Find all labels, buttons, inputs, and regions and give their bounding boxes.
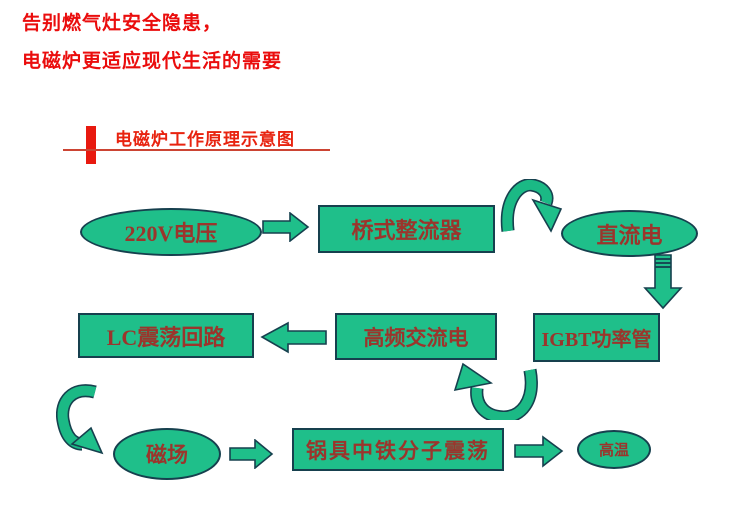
node-label: 高温 — [598, 443, 629, 459]
curve-down-arrow-icon — [56, 384, 104, 455]
node-high-frequency-ac: 高频交流电 — [335, 313, 497, 360]
section-accent-bar — [86, 126, 96, 164]
arrow-left-icon — [260, 321, 327, 354]
node-lc-oscillation-circuit: LC震荡回路 — [78, 313, 254, 358]
node-bridge-rectifier: 桥式整流器 — [318, 205, 495, 253]
section-underline — [63, 149, 330, 151]
node-220v-voltage: 220V电压 — [80, 208, 262, 256]
node-label: 磁场 — [146, 443, 188, 467]
headline-line-1: 告别燃气灶安全隐患， — [22, 13, 223, 34]
section-title: 电磁炉工作原理示意图 — [115, 130, 295, 149]
arrow-right-icon — [514, 435, 564, 468]
arrow-right-icon — [262, 212, 310, 242]
node-label: 桥式整流器 — [351, 218, 462, 243]
node-label: 锅具中铁分子震荡 — [306, 438, 490, 463]
arch-arrow-icon — [500, 179, 563, 233]
node-direct-current: 直流电 — [561, 210, 698, 257]
node-label: LC震荡回路 — [106, 324, 226, 350]
u-turn-arrow-icon — [453, 362, 538, 420]
node-label: 直流电 — [596, 222, 663, 248]
node-label: IGBT功率管 — [541, 329, 652, 351]
headline-line-2: 电磁炉更适应现代生活的需要 — [22, 51, 283, 72]
node-label: 高频交流电 — [363, 325, 469, 350]
node-igbt-power-tube: IGBT功率管 — [533, 313, 660, 362]
striped-down-arrow-icon — [643, 254, 683, 310]
arrow-right-icon — [229, 439, 274, 469]
node-pot-iron-molecule-oscillation: 锅具中铁分子震荡 — [292, 428, 504, 471]
node-magnetic-field: 磁场 — [113, 428, 221, 480]
node-high-temperature: 高温 — [577, 430, 651, 469]
node-label: 220V电压 — [124, 221, 218, 246]
